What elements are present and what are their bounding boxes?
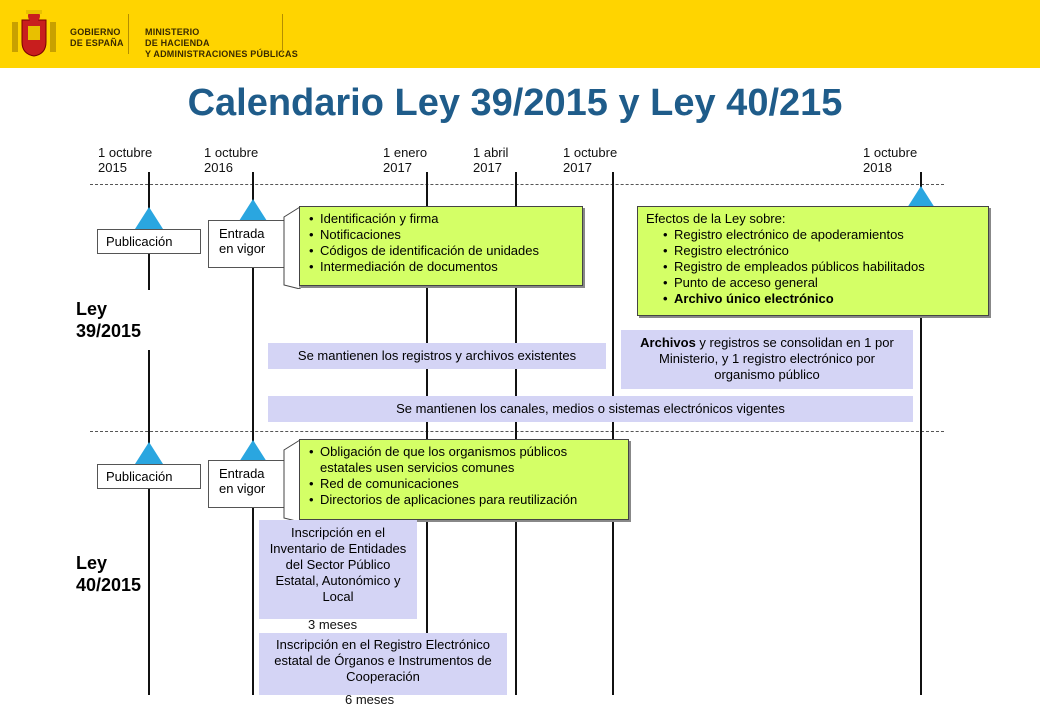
list-item: Registro electrónico xyxy=(663,243,980,259)
milestone-triangle xyxy=(239,440,267,462)
list-item: Punto de acceso general xyxy=(663,275,980,291)
list-item: Archivo único electrónico xyxy=(663,291,980,307)
milestone-triangle xyxy=(907,186,935,208)
timeline-line xyxy=(920,172,922,695)
page-title: Calendario Ley 39/2015 y Ley 40/215 xyxy=(187,82,843,124)
archivos-consolidan-box: Archivos y registros se consolidan en 1 … xyxy=(621,330,913,389)
list-item: Códigos de identificación de unidades xyxy=(309,243,574,259)
publicacion-box: Publicación xyxy=(97,229,201,254)
list-item: Red de comunicaciones xyxy=(309,476,620,492)
header-divider xyxy=(282,14,283,54)
gobierno-text: GOBIERNO DE ESPAÑA xyxy=(70,27,124,48)
list-item: Notificaciones xyxy=(309,227,574,243)
ley39-green-box: Identificación y firma Notificaciones Có… xyxy=(299,206,583,286)
list-item: Identificación y firma xyxy=(309,211,574,227)
timeline-line xyxy=(515,172,517,695)
inventario-box: Inscripción en el Inventario de Entidade… xyxy=(259,520,417,619)
milestone-triangle xyxy=(135,207,163,229)
list-item: Obligación de que los organismos público… xyxy=(309,444,620,476)
header-divider xyxy=(128,14,129,54)
timeline-line xyxy=(148,350,150,695)
header-bar xyxy=(0,0,1040,68)
efectos-box: Efectos de la Ley sobre: Registro electr… xyxy=(637,206,989,316)
mantienen-registros-box: Se mantienen los registros y archivos ex… xyxy=(268,343,606,369)
mantienen-canales-box: Se mantienen los canales, medios o siste… xyxy=(268,396,913,422)
seis-meses-label: 6 meses xyxy=(345,692,395,707)
registro-organos-box: Inscripción en el Registro Electrónico e… xyxy=(259,633,507,695)
ministerio-text: MINISTERIO DE HACIENDA Y ADMINISTRACIONE… xyxy=(145,27,298,59)
list-item: Intermediación de documentos xyxy=(309,259,574,275)
tres-meses-label: 3 meses xyxy=(308,617,358,632)
list-item: Directorios de aplicaciones para reutili… xyxy=(309,492,620,508)
milestone-triangle xyxy=(239,199,267,221)
list-item: Registro electrónico de apoderamientos xyxy=(663,227,980,243)
efectos-title: Efectos de la Ley sobre: xyxy=(646,211,786,226)
timeline-line xyxy=(426,172,428,695)
milestone-triangle xyxy=(135,442,163,464)
list-item: Registro de empleados públicos habilitad… xyxy=(663,259,980,275)
dashed-separator xyxy=(90,184,944,185)
ley40-green-box: Obligación de que los organismos público… xyxy=(299,439,629,520)
timeline-line xyxy=(612,172,614,695)
coat-of-arms-logo xyxy=(12,10,56,57)
publicacion-box: Publicación xyxy=(97,464,201,489)
dashed-separator xyxy=(90,431,944,432)
timeline-line xyxy=(252,172,254,695)
